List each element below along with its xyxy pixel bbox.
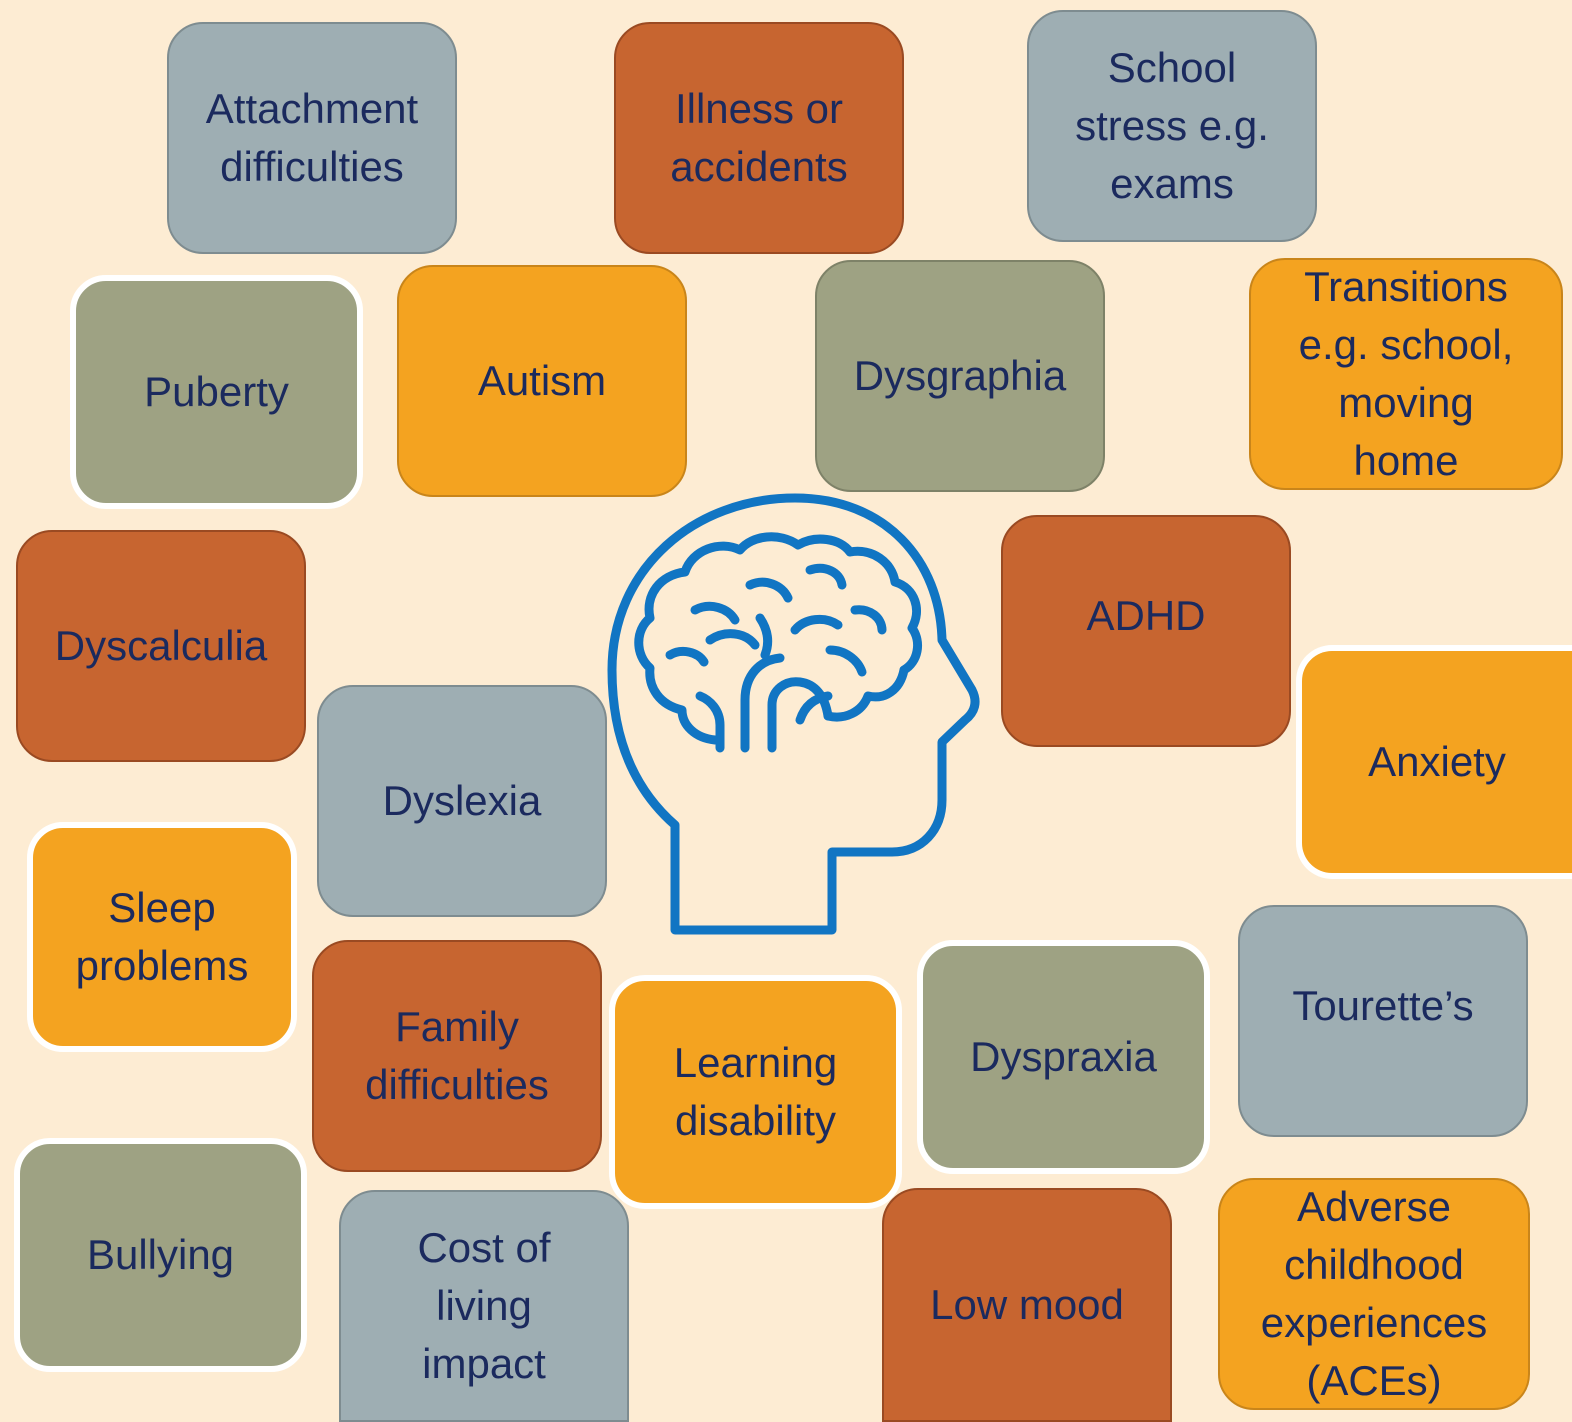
tile-label: Transitions e.g. school, moving home xyxy=(1298,263,1514,484)
tile-attachment-difficulties: Attachment difficulties xyxy=(167,22,457,254)
tile-label: Bullying xyxy=(86,1231,235,1278)
tile-label: Dysgraphia xyxy=(853,352,1067,399)
tile-label: Sleep problems xyxy=(75,884,249,989)
tile-low-mood: Low mood xyxy=(882,1188,1172,1422)
tile-aces: Adverse childhood experiences (ACEs) xyxy=(1218,1178,1530,1410)
tile-adhd: ADHD xyxy=(1001,515,1291,747)
head-with-brain-icon xyxy=(607,493,980,935)
tile-label: Low mood xyxy=(930,1281,1124,1328)
tile-cost-of-living: Cost of living impact xyxy=(339,1190,629,1422)
tile-sleep-problems: Sleep problems xyxy=(27,822,297,1052)
tile-label: Attachment difficulties xyxy=(205,85,419,190)
tile-label: Tourette’s xyxy=(1292,982,1474,1029)
tile-label: Autism xyxy=(477,357,607,404)
tile-label: Family difficulties xyxy=(365,1003,549,1108)
tile-label: Puberty xyxy=(144,368,289,415)
tile-label: Dyslexia xyxy=(382,777,542,824)
tile-label: Anxiety xyxy=(1368,738,1506,785)
tile-transitions: Transitions e.g. school, moving home xyxy=(1249,258,1563,490)
tile-learning-disability: Learning disability xyxy=(609,975,902,1209)
tile-dysgraphia: Dysgraphia xyxy=(815,260,1105,492)
tile-label: Cost of living impact xyxy=(417,1224,551,1387)
tile-label: ADHD xyxy=(1086,592,1206,639)
tile-puberty: Puberty xyxy=(70,275,363,509)
tile-school-stress: School stress e.g. exams xyxy=(1027,10,1317,242)
tile-tourettes: Tourette’s xyxy=(1238,905,1528,1137)
tile-dyscalculia: Dyscalculia xyxy=(16,530,306,762)
tile-autism: Autism xyxy=(397,265,687,497)
tile-dyspraxia: Dyspraxia xyxy=(917,940,1210,1174)
tile-label: Illness or accidents xyxy=(670,85,848,190)
tile-dyslexia: Dyslexia xyxy=(317,685,607,917)
tile-label: Dyspraxia xyxy=(970,1033,1157,1080)
tile-illness-or-accidents: Illness or accidents xyxy=(614,22,904,254)
tile-label: School stress e.g. exams xyxy=(1075,44,1269,207)
tile-bullying: Bullying xyxy=(14,1138,307,1372)
tile-label: Dyscalculia xyxy=(54,622,268,669)
tile-family-difficulties: Family difficulties xyxy=(312,940,602,1172)
tile-label: Adverse childhood experiences (ACEs) xyxy=(1260,1183,1488,1404)
tile-anxiety: Anxiety xyxy=(1296,645,1572,879)
tile-label: Learning disability xyxy=(673,1039,838,1144)
